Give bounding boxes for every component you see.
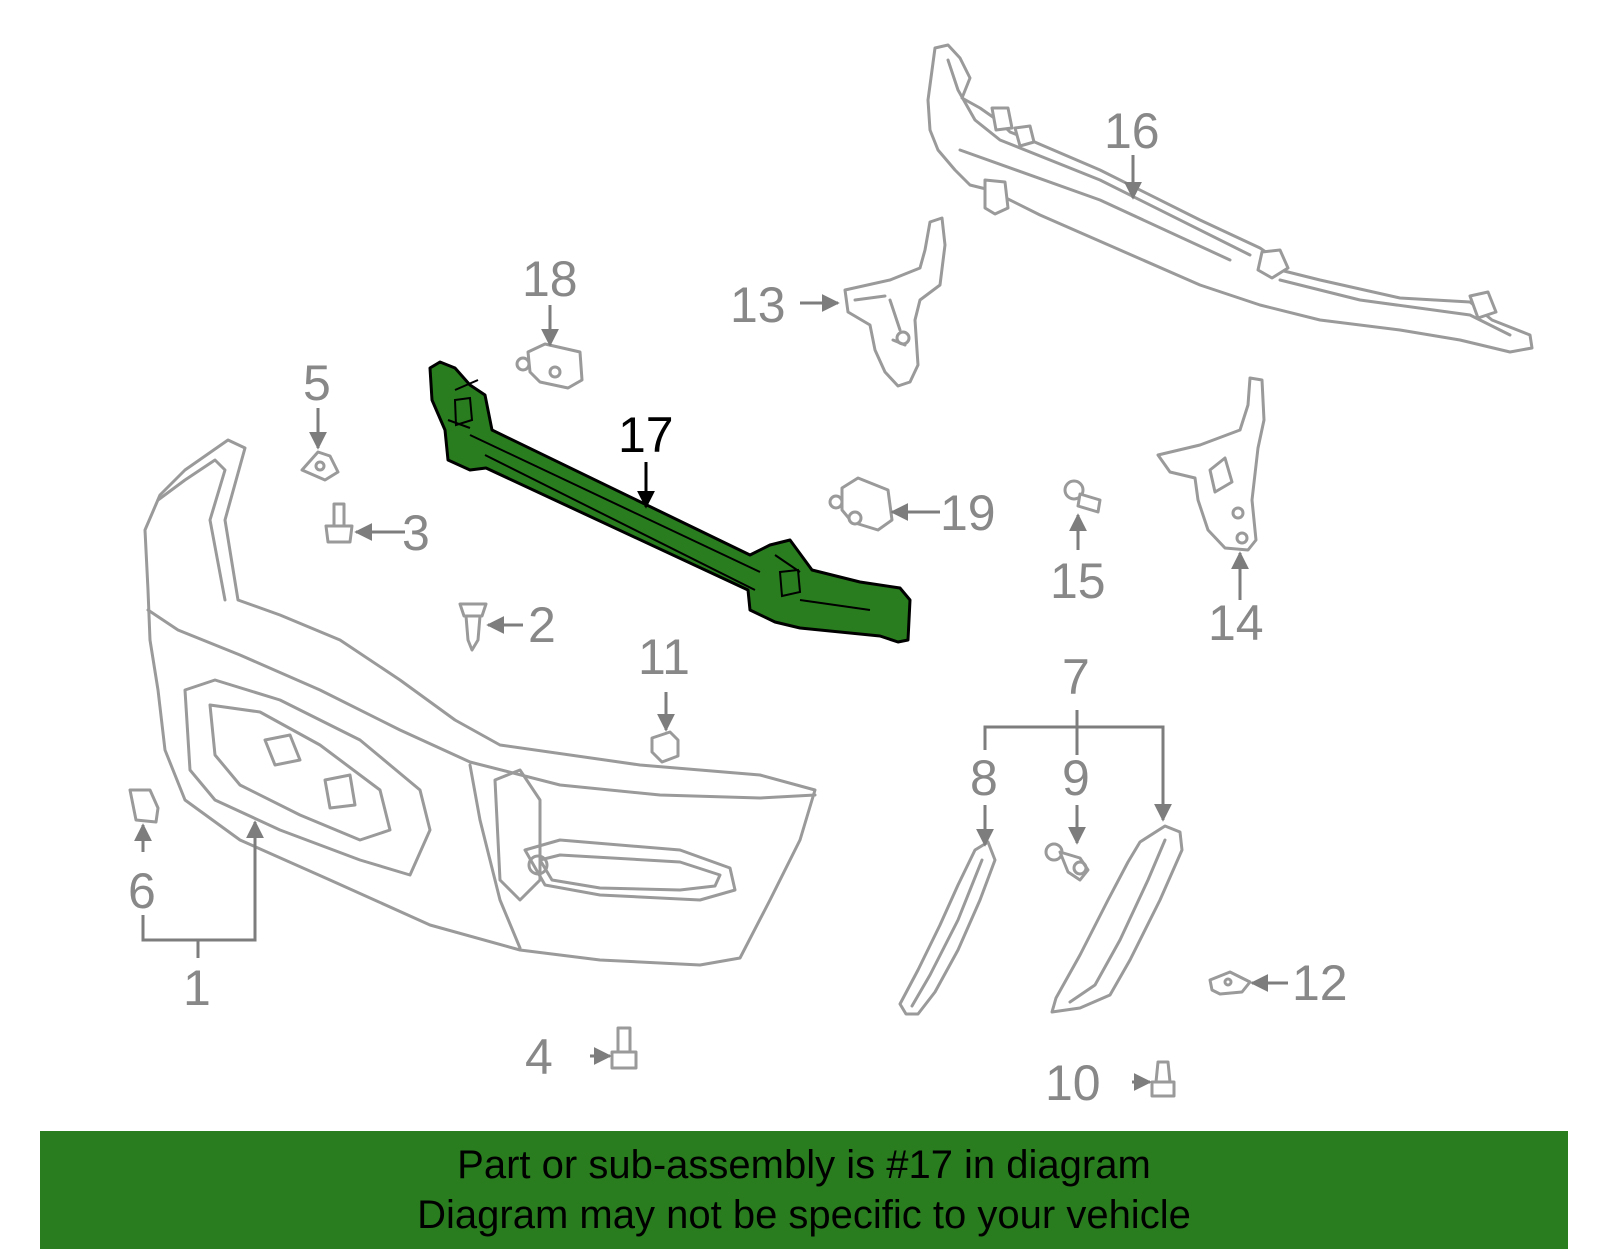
part-1-bumper-cover <box>143 438 817 967</box>
part-10-bolt <box>1150 1060 1176 1098</box>
callout-14: 14 <box>1208 595 1264 651</box>
callout-3: 3 <box>402 505 430 561</box>
part-11-nut <box>650 730 680 764</box>
part-19-bracket <box>828 476 894 532</box>
callout-15: 15 <box>1050 553 1106 609</box>
callout-labels: 16 13 18 5 17 3 19 15 14 2 11 7 8 9 6 1 … <box>128 103 1348 1111</box>
part-6-clip <box>128 788 160 824</box>
callout-6: 6 <box>128 863 156 919</box>
callout-5: 5 <box>303 355 331 411</box>
part-16-radiator-support <box>926 43 1534 354</box>
info-banner: Part or sub-assembly is #17 in diagram D… <box>40 1131 1568 1249</box>
part-18-bracket <box>515 342 584 390</box>
callout-8: 8 <box>970 750 998 806</box>
callout-11: 11 <box>638 629 690 685</box>
callout-13: 13 <box>730 277 786 333</box>
banner-line-1: Part or sub-assembly is #17 in diagram <box>457 1143 1151 1187</box>
part-15-bolt <box>1063 479 1102 514</box>
callout-17: 17 <box>618 407 674 463</box>
part-14-bracket <box>1156 376 1266 552</box>
callout-7: 7 <box>1062 649 1090 705</box>
part-8-molding <box>898 840 997 1016</box>
callout-1: 1 <box>183 960 211 1016</box>
callout-2: 2 <box>528 597 556 653</box>
callout-18: 18 <box>522 251 578 307</box>
part-12-clip <box>1208 970 1252 996</box>
leader-lines <box>134 155 1288 1091</box>
callout-9: 9 <box>1062 750 1090 806</box>
part-5-clip <box>300 450 340 482</box>
part-7-molding <box>1050 824 1184 1014</box>
callout-4: 4 <box>525 1029 553 1085</box>
part-4-bolt <box>610 1026 638 1070</box>
callout-10: 10 <box>1045 1055 1101 1111</box>
part-2-clip <box>458 602 488 652</box>
part-3-bolt <box>324 502 354 544</box>
banner-line-2: Diagram may not be specific to your vehi… <box>417 1193 1191 1237</box>
callout-19: 19 <box>940 485 996 541</box>
part-17-bumper-reinforcement <box>428 360 912 644</box>
callout-16: 16 <box>1104 103 1160 159</box>
part-9-bolt <box>1044 842 1090 882</box>
part-13-bracket <box>843 216 947 388</box>
callout-12: 12 <box>1292 955 1348 1011</box>
